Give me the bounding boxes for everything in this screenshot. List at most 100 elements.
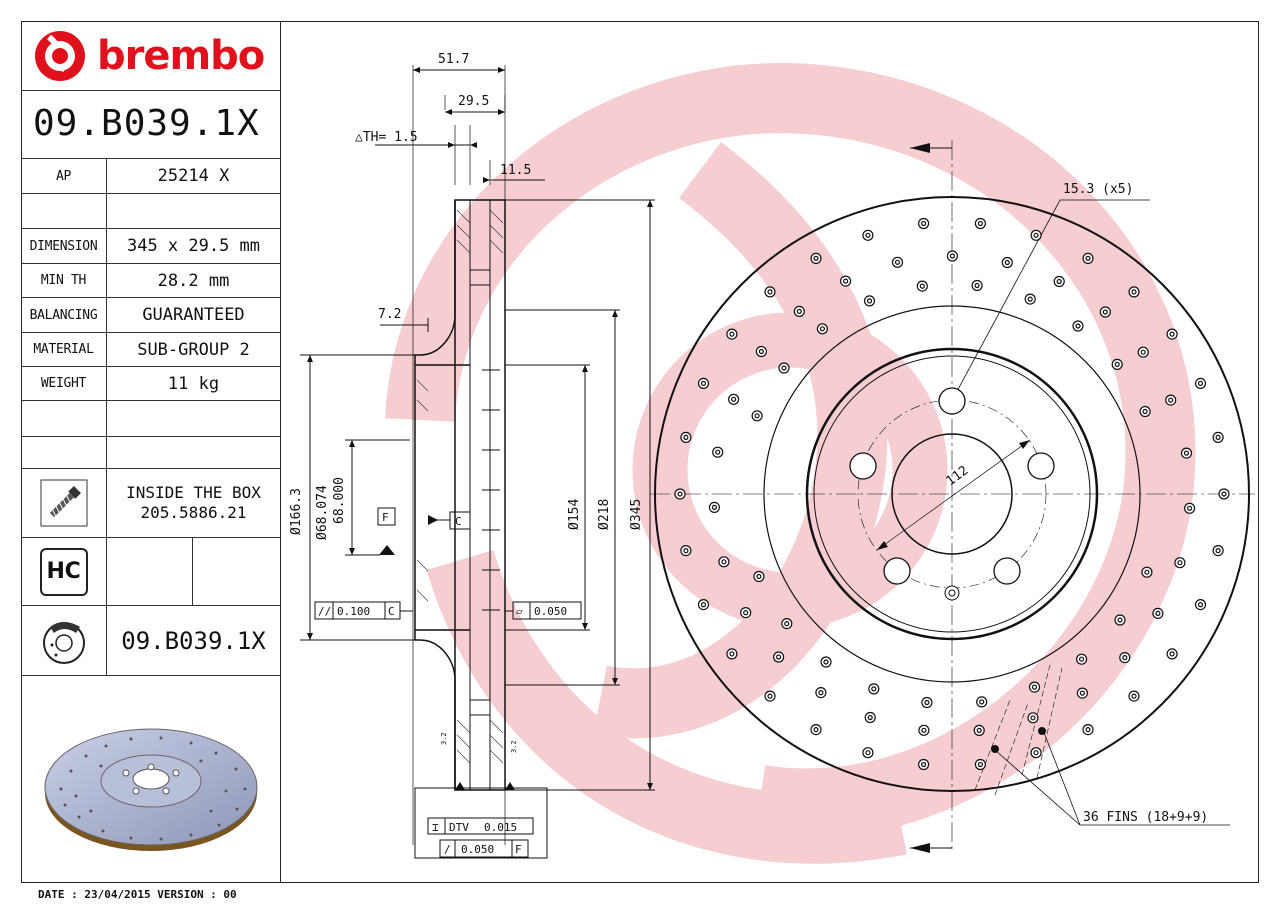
dim-delta-th: △TH= 1.5	[355, 130, 418, 145]
spec-value: SUB-GROUP 2	[137, 339, 250, 360]
drilled-hole-center	[977, 761, 984, 768]
drilled-hole-center	[1168, 397, 1174, 403]
drilled-hole-center	[1031, 684, 1038, 690]
dim-d218: Ø218	[597, 499, 612, 530]
drilled-hole-center	[867, 714, 873, 721]
spec-label: MATERIAL	[21, 333, 107, 366]
drilled-hole-center	[1186, 505, 1193, 511]
spec-value: GUARANTEED	[142, 305, 245, 325]
drilled-hole-center	[721, 559, 727, 565]
drilled-hole-center	[729, 651, 735, 657]
drilled-hole-center	[715, 449, 721, 455]
dim-d68-000: 68.000	[332, 477, 347, 524]
drilled-hole-center	[781, 365, 787, 371]
drilled-hole-center	[1144, 569, 1150, 575]
drilled-hole-center	[767, 693, 773, 699]
drilled-hole-center	[796, 308, 802, 314]
drilled-hole-center	[842, 278, 849, 284]
spec-value: 25214 X	[157, 166, 230, 186]
drilled-hole-center	[729, 331, 735, 337]
drilled-hole-center	[1117, 617, 1123, 623]
drilled-hole-center	[894, 259, 901, 265]
drilled-hole-center	[1183, 450, 1190, 456]
spec-row-dimension: DIMENSION 345 x 29.5 mm	[21, 229, 280, 264]
drilled-hole-center	[730, 396, 737, 402]
dim-hat-offset: 11.5	[500, 163, 531, 178]
drilled-holes	[674, 217, 1230, 771]
drilled-hole-center	[711, 504, 718, 510]
drilled-hole-center	[1169, 331, 1175, 337]
drilled-hole-center	[919, 283, 925, 289]
drilled-hole-center	[1215, 547, 1221, 554]
spec-value: 28.2 mm	[157, 270, 230, 291]
drilled-hole-center	[871, 686, 877, 692]
drilled-hole-center	[813, 726, 819, 733]
dim-d345: Ø345	[629, 499, 644, 530]
spec-label: MIN TH	[21, 264, 107, 297]
drilled-hole-center	[1114, 361, 1120, 367]
bottom-part-row: 09.B039.1X	[21, 606, 280, 676]
drilled-hole-center	[756, 573, 762, 580]
screw-icon	[21, 469, 107, 537]
drilled-hole-center	[1215, 434, 1221, 440]
dim-d166: Ø166.3	[289, 488, 304, 535]
disc-product-image	[41, 711, 261, 865]
drilled-hole-center	[865, 750, 871, 756]
drilled-hole-center	[818, 689, 824, 696]
drilled-hole-center	[683, 434, 689, 440]
drilled-hole-center	[1221, 491, 1227, 497]
inside-box-title: INSIDE THE BOX	[126, 483, 261, 502]
small-holes	[944, 585, 960, 601]
drilled-hole-center	[920, 761, 927, 768]
roughness-right: 3.2	[510, 740, 518, 753]
drilled-hole-center	[767, 289, 773, 295]
inside-box-code: 205.5886.21	[140, 503, 247, 522]
drilled-hole-center	[775, 654, 782, 660]
drilled-hole-center	[1142, 408, 1148, 415]
spec-label: DIMENSION	[21, 229, 107, 263]
drilled-hole-center	[1004, 259, 1010, 266]
parallelism-ref: C	[388, 605, 395, 618]
part-number: 09.B039.1X	[33, 103, 260, 144]
drilled-hole-center	[1033, 232, 1039, 238]
dtv-label: DTV	[449, 821, 469, 834]
drilled-hole-center	[819, 326, 826, 332]
drilled-hole-center	[1131, 289, 1137, 295]
drilled-hole-center	[1085, 726, 1091, 733]
drilled-hole-center	[1197, 601, 1204, 608]
spec-row-blank-b	[21, 437, 280, 469]
drilled-hole-center	[1169, 651, 1175, 657]
dtv-icon: ⌶	[432, 821, 439, 834]
footer-date-version: DATE : 23/04/2015 VERSION : 00	[38, 888, 237, 901]
drilled-hole-center	[1027, 296, 1033, 302]
runout-ref: F	[515, 843, 522, 856]
drilled-hole-center	[1102, 309, 1108, 315]
info-panel: brembo 09.B039.1X AP 25214 X DIMENSION 3…	[21, 21, 281, 883]
spec-row-ap: AP 25214 X	[21, 159, 280, 194]
drilled-hole-center	[921, 727, 927, 733]
flatness-icon: ▱	[516, 605, 523, 618]
drilled-hole-center	[866, 298, 873, 304]
spec-value: 11 kg	[167, 373, 220, 394]
drilled-hole-center	[865, 232, 871, 238]
dim-fins: 36 FINS (18+9+9)	[1083, 810, 1208, 825]
spec-row-empty	[21, 194, 280, 229]
dim-holes: 15.3 (x5)	[1063, 182, 1133, 197]
drilled-hole-center	[924, 699, 930, 706]
bolt-holes	[849, 387, 1055, 585]
drilled-hole-center	[979, 699, 985, 705]
drilled-hole-center	[743, 609, 749, 616]
drilled-hole-center	[977, 220, 984, 227]
drilled-hole-center	[1075, 323, 1081, 329]
dim-thickness: 29.5	[458, 94, 489, 109]
spec-row-blank-a	[21, 401, 280, 437]
spec-label: BALANCING	[21, 298, 107, 332]
drilled-hole-center	[1078, 656, 1085, 662]
part-number-row: 09.B039.1X	[21, 91, 280, 159]
dim-flange: 7.2	[378, 307, 401, 322]
hc-badge-icon: HC	[21, 538, 107, 605]
drilled-hole-center	[976, 727, 982, 734]
runout-icon: /	[444, 843, 451, 856]
drilled-hole-center	[700, 601, 707, 608]
